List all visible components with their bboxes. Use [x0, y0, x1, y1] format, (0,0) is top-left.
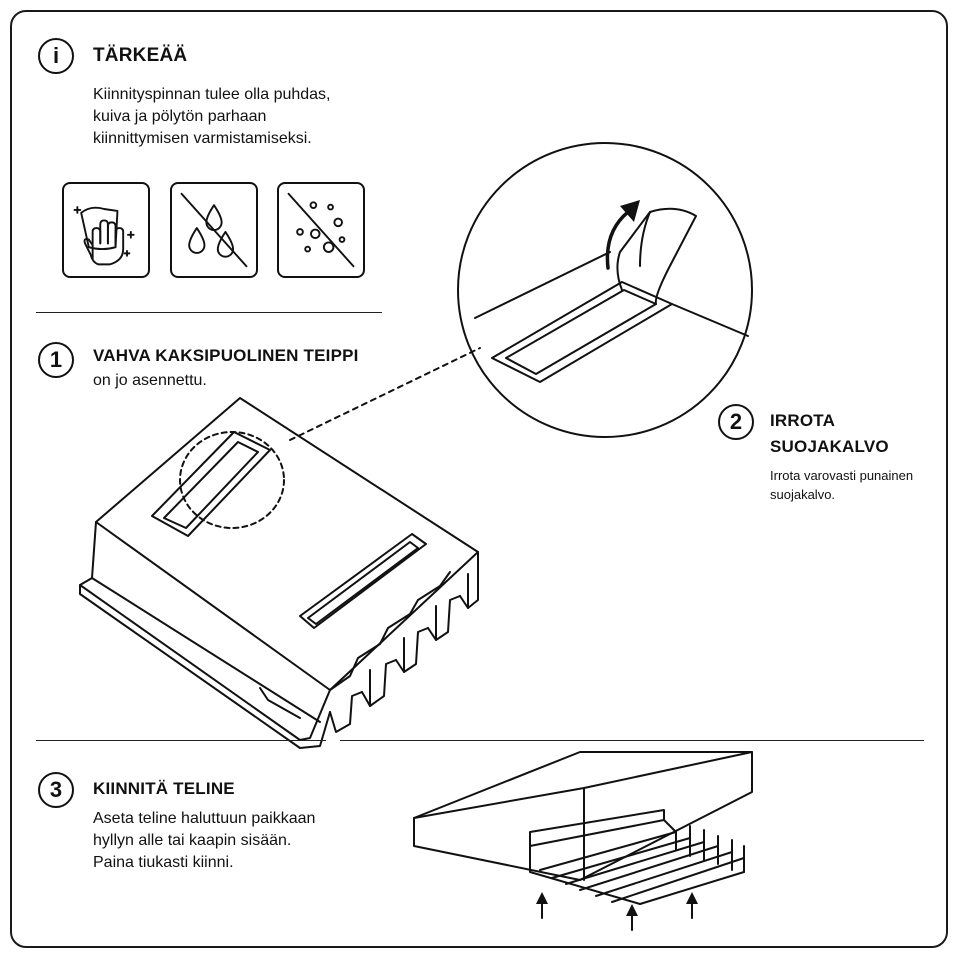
no-moisture-icon: [170, 182, 258, 278]
important-info-badge: i: [38, 38, 74, 74]
step-2-text: Irrota varovasti punainen suojakalvo.: [770, 468, 914, 502]
step-1-title: VAHVA KAKSIPUOLINEN TEIPPI: [93, 346, 359, 365]
section-divider-bottom-right: [340, 740, 924, 741]
step-1-text: on jo asennettu.: [93, 372, 207, 389]
wipe-surface-icon: [62, 182, 150, 278]
important-text: Kiinnityspinnan tulee olla puhdas, kuiva…: [93, 86, 331, 147]
step-2-title: IRROTA SUOJAKALVO: [770, 411, 889, 456]
step-3-badge: 3: [38, 772, 74, 808]
step-3-text: Aseta teline haluttuun paikkaan hyllyn a…: [93, 810, 316, 871]
step-2-badge: 2: [718, 404, 754, 440]
instruction-sheet-frame: [10, 10, 948, 948]
step-1-badge: 1: [38, 342, 74, 378]
section-divider-bottom-left: [36, 740, 326, 741]
no-dust-icon: [277, 182, 365, 278]
section-divider-top: [36, 312, 382, 313]
step-3-title: KIINNITÄ TELINE: [93, 779, 235, 798]
important-title: TÄRKEÄÄ: [93, 45, 188, 66]
